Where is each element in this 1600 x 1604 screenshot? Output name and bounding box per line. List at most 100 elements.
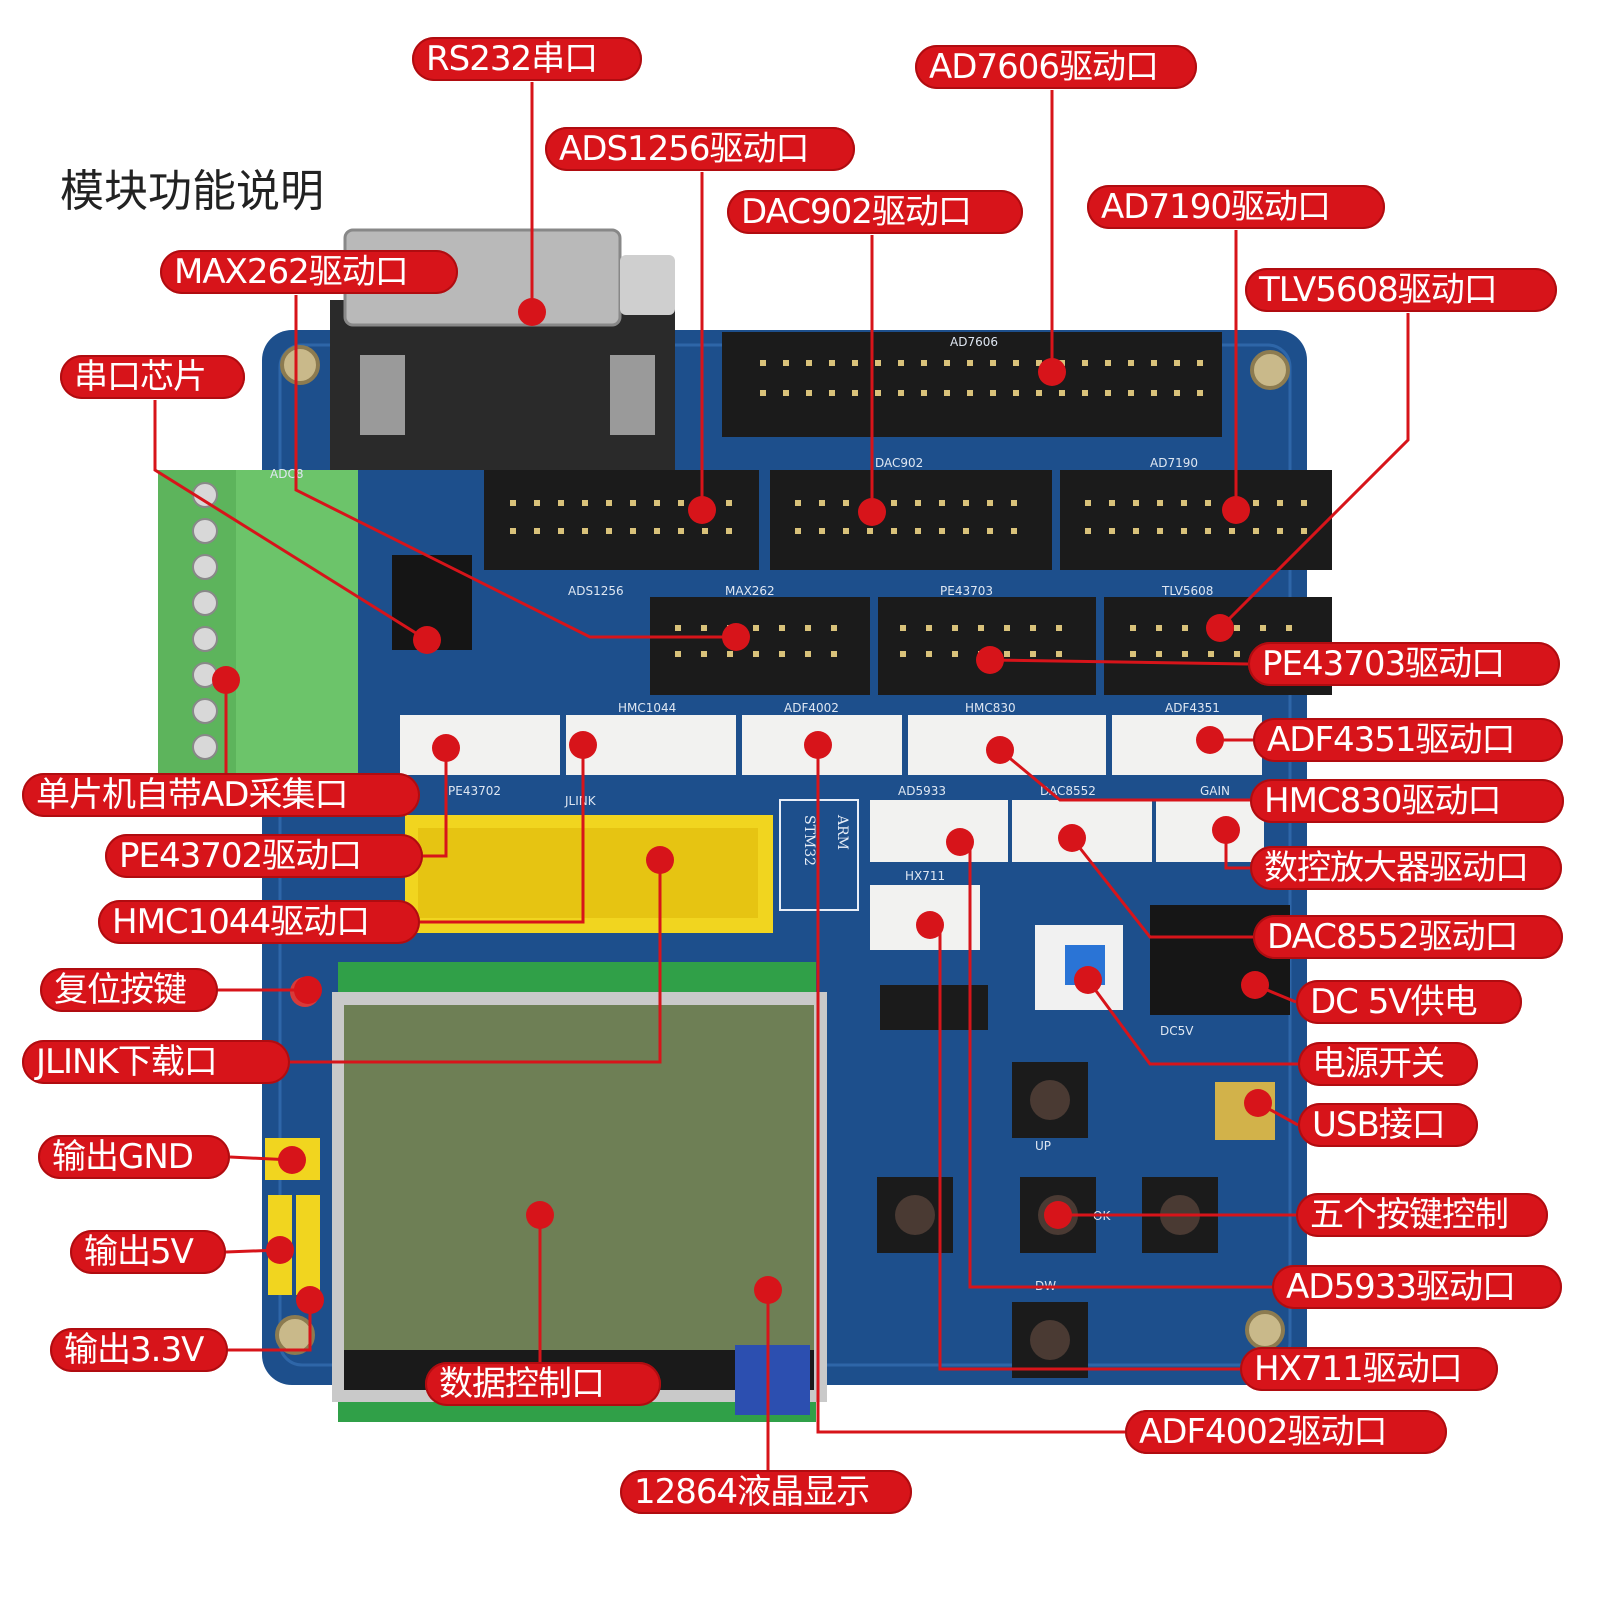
mount-hole xyxy=(275,1315,315,1355)
leader-adf4002 xyxy=(816,745,1125,1434)
label-out-5v: 输出5V xyxy=(70,1230,226,1274)
dot-reset xyxy=(294,976,322,1004)
leader-power-switch xyxy=(1086,979,1298,1066)
pin xyxy=(831,651,837,657)
pin xyxy=(1301,500,1307,506)
dot-out-5v xyxy=(266,1236,294,1264)
pin xyxy=(760,390,766,396)
dot-ad7190 xyxy=(1222,496,1250,524)
label-max262: MAX262驱动口 xyxy=(160,250,458,294)
page-title: 模块功能说明 xyxy=(60,166,324,217)
pin xyxy=(875,360,881,366)
dot-serial-chip xyxy=(413,626,441,654)
small-pin-header xyxy=(880,985,988,1030)
dot-hmc1044 xyxy=(569,731,597,759)
silk-adf4351: ADF4351 xyxy=(1165,701,1220,715)
pin xyxy=(944,390,950,396)
pin xyxy=(510,528,516,534)
dot-pe43702 xyxy=(432,734,460,762)
label-dac8552: DAC8552驱动口 xyxy=(1253,915,1563,959)
terminal-screw xyxy=(192,626,218,652)
pin xyxy=(805,625,811,631)
leader-out-33v xyxy=(228,1300,312,1352)
pin xyxy=(1151,360,1157,366)
leader-max262 xyxy=(294,295,736,639)
dot-gain-amp xyxy=(1212,816,1240,844)
pin xyxy=(1181,500,1187,506)
silk-max262: MAX262 xyxy=(725,584,775,598)
pin xyxy=(1082,390,1088,396)
pin xyxy=(891,528,897,534)
label-lcd: 12864液晶显示 xyxy=(620,1470,912,1514)
pin xyxy=(944,360,950,366)
pin xyxy=(654,500,660,506)
pin xyxy=(678,500,684,506)
push-button-cap xyxy=(1030,1080,1070,1120)
pin xyxy=(1082,360,1088,366)
max262-header xyxy=(650,597,870,695)
pin xyxy=(702,528,708,534)
pin xyxy=(1181,528,1187,534)
pin xyxy=(1085,500,1091,506)
pin xyxy=(900,625,906,631)
pin xyxy=(1156,651,1162,657)
pin xyxy=(1174,360,1180,366)
leader-dac8552 xyxy=(1070,837,1253,939)
dot-power-switch xyxy=(1074,966,1102,994)
pin xyxy=(534,500,540,506)
pin xyxy=(891,500,897,506)
pin xyxy=(582,528,588,534)
leader-tlv5608 xyxy=(1218,313,1410,630)
silk-ads1256: ADS1256 xyxy=(568,584,624,598)
label-mcu-adc: 单片机自带AD采集口 xyxy=(22,773,420,817)
terminal-screw xyxy=(192,698,218,724)
pin xyxy=(1260,625,1266,631)
silk-adf4002: ADF4002 xyxy=(784,701,839,715)
pin xyxy=(1156,625,1162,631)
dot-adf4351 xyxy=(1196,726,1224,754)
pin xyxy=(1130,651,1136,657)
pin xyxy=(534,528,540,534)
pin xyxy=(843,500,849,506)
dot-out-33v xyxy=(296,1286,324,1314)
silk-pe43702: PE43702 xyxy=(448,784,501,798)
pin xyxy=(939,528,945,534)
silk-gain: GAIN xyxy=(1200,784,1230,798)
pin xyxy=(921,390,927,396)
pin xyxy=(1234,625,1240,631)
pin xyxy=(806,360,812,366)
ad7606-header xyxy=(722,332,1222,437)
dac902-header xyxy=(770,470,1052,570)
pin xyxy=(843,528,849,534)
dot-dc5v xyxy=(1241,971,1269,999)
silk-stm32: STM32 xyxy=(801,815,817,866)
silk-hx711: HX711 xyxy=(905,869,945,883)
pin xyxy=(1301,528,1307,534)
label-out-gnd: 输出GND xyxy=(38,1135,230,1179)
label-tlv5608: TLV5608驱动口 xyxy=(1245,268,1557,312)
pin xyxy=(1013,390,1019,396)
label-out-33v: 输出3.3V xyxy=(50,1328,228,1372)
label-ad7606: AD7606驱动口 xyxy=(915,45,1197,89)
leader-hmc1044 xyxy=(420,745,585,924)
pin xyxy=(1056,651,1062,657)
label-pe43703: PE43703驱动口 xyxy=(1248,642,1560,686)
pin xyxy=(606,500,612,506)
label-jlink: JLINK下载口 xyxy=(22,1040,290,1084)
pin xyxy=(921,360,927,366)
pin xyxy=(753,651,759,657)
dot-ads1256 xyxy=(688,496,716,524)
pin xyxy=(952,625,958,631)
leader-hmc830 xyxy=(999,748,1250,802)
pin xyxy=(1151,390,1157,396)
label-serial-chip: 串口芯片 xyxy=(60,355,245,399)
pin xyxy=(831,625,837,631)
pin xyxy=(795,528,801,534)
pin xyxy=(1157,528,1163,534)
pin xyxy=(926,625,932,631)
pin xyxy=(1056,625,1062,631)
pin xyxy=(783,360,789,366)
pin xyxy=(1277,528,1283,534)
leader-serial-chip xyxy=(153,400,428,642)
pin xyxy=(779,625,785,631)
